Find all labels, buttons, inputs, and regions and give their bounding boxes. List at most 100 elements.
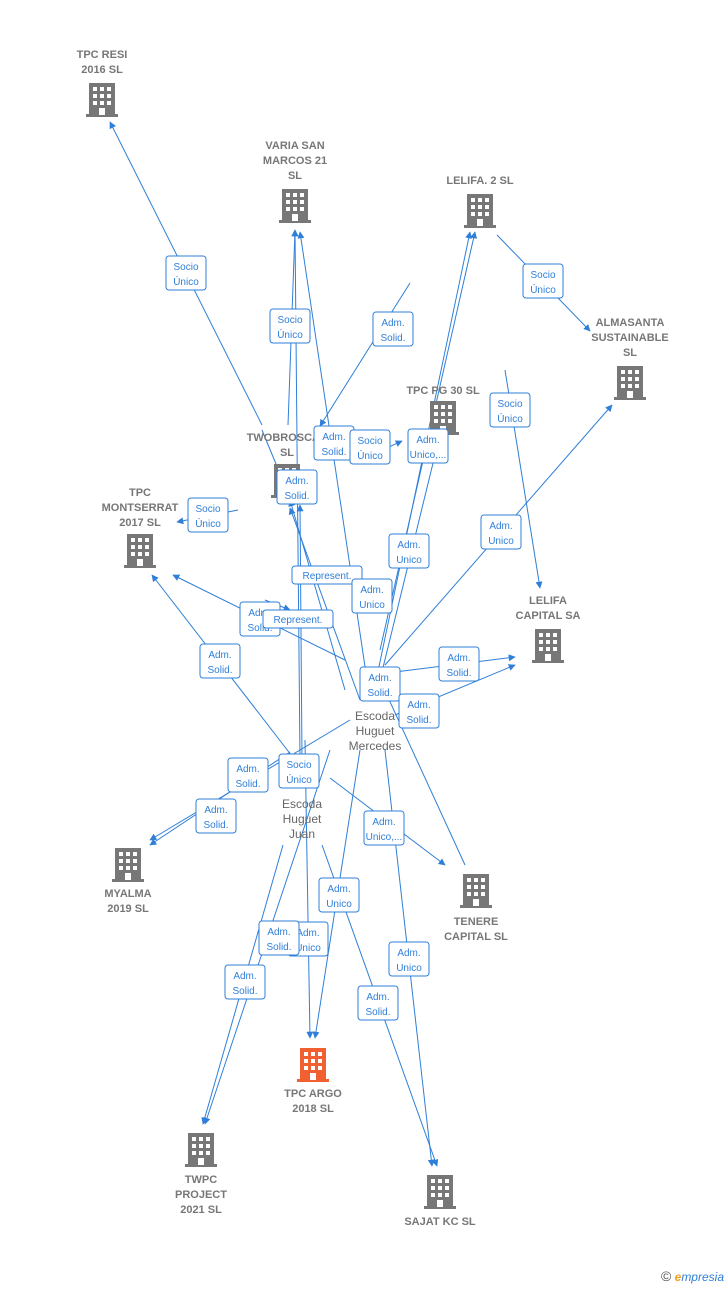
edge-label-text: Único: [173, 275, 199, 288]
edge-label-text: Adm.: [267, 927, 290, 938]
edge-label-text: Solid.: [247, 623, 272, 634]
edge-label-text: Adm.: [416, 435, 439, 446]
edge-label-text: Único: [357, 449, 383, 462]
edge-label-e13[interactable]: Represent.: [291, 565, 363, 585]
edge-label-e29[interactable]: Adm.Solid.: [224, 964, 266, 1000]
building-icon: [112, 848, 144, 882]
edge-label-e8[interactable]: Adm.Unico,...: [407, 428, 449, 464]
edge-label-e28[interactable]: Adm.Unico: [388, 941, 430, 977]
edge-label-text: Socio: [357, 436, 382, 447]
edge-label-text: Adm.: [236, 764, 259, 775]
node-sajat[interactable]: SAJAT KC SL: [404, 1175, 476, 1228]
edge-label-e27[interactable]: Adm.Solid.: [258, 920, 300, 956]
edge-label-e23[interactable]: Adm.Solid.: [195, 798, 237, 834]
node-label-line: 2017 SL: [119, 517, 161, 529]
edge-label-text: Solid.: [446, 668, 471, 679]
edge-label-e24[interactable]: Adm.Unico,...: [363, 810, 405, 846]
edge-label-text: Solid.: [235, 779, 260, 790]
edge-label-text: Solid.: [406, 715, 431, 726]
edge-label-text: Solid.: [380, 333, 405, 344]
edge-label-text: Solid.: [203, 820, 228, 831]
edge-label-text: Unico: [326, 899, 352, 910]
edge-label-text: Solid.: [207, 665, 232, 676]
edge-label-e11[interactable]: Adm. Unico: [388, 533, 430, 569]
node-tpcpg30[interactable]: TPC PG 30 SL: [406, 385, 480, 435]
edge-label-box: [398, 693, 440, 729]
edge-label-text: Adm.: [489, 521, 512, 532]
edge-label-text: Socio: [286, 760, 311, 771]
edge-label-text: Adm.: [248, 608, 271, 619]
edge-label-text: Adm.: [407, 700, 430, 711]
edge-label-box: [363, 810, 405, 846]
edge-label-e6[interactable]: Adm.Solid.: [313, 425, 355, 461]
edge-label-text: Adm.: [447, 653, 470, 664]
edge-label-box: [258, 920, 300, 956]
building-icon: [424, 1175, 456, 1209]
node-label-line: 2021 SL: [180, 1204, 222, 1216]
footer-brand: © empresia: [661, 1268, 724, 1284]
edge-label-text: Adm.: [285, 476, 308, 487]
edge-label-text: Adm.: [397, 540, 420, 551]
edge-label-e20[interactable]: Adm. Solid.: [398, 693, 440, 729]
node-label-line: CAPITAL SA: [516, 610, 581, 622]
edge-label-e17[interactable]: Adm.Solid.: [199, 643, 241, 679]
edge-label-e30[interactable]: Adm.Solid.: [357, 985, 399, 1021]
edge-label-e19[interactable]: Adm.Solid.: [359, 666, 401, 702]
edge-label-box: [195, 798, 237, 834]
node-label-line: Huguet: [283, 812, 322, 826]
edge-label-box: [291, 565, 363, 585]
edge-label-e21[interactable]: Adm. Solid.: [227, 757, 269, 793]
edge-label-text: Unico: [396, 555, 422, 566]
edge-label-box: [372, 311, 414, 347]
edge-arrow: [297, 231, 371, 701]
edge-label-text: Adm.: [233, 971, 256, 982]
edge-label-text: Único: [277, 328, 303, 341]
edge-label-text: Adm.: [296, 928, 319, 939]
edge-label-text: Represent.: [274, 615, 323, 626]
edge-label-text: Represent.: [303, 571, 352, 582]
edge-label-e16[interactable]: Represent.: [262, 609, 334, 629]
edge-label-e9[interactable]: Adm.Solid.: [276, 469, 318, 505]
edge-label-e14[interactable]: Adm.Unico: [351, 578, 393, 614]
node-label-line: LELIFA. 2 SL: [446, 175, 514, 187]
edge-label-e25[interactable]: Adm. Unico: [318, 877, 360, 913]
edge-label-e3[interactable]: Adm. Solid.: [372, 311, 414, 347]
node-lelifa2[interactable]: LELIFA. 2 SL: [446, 175, 514, 228]
edge-label-text: Adm.: [366, 992, 389, 1003]
edge-label-e18[interactable]: Adm. Solid.: [438, 646, 480, 682]
edge-label-e12[interactable]: Adm.Unico: [480, 514, 522, 550]
node-label-line: VARIA SAN: [265, 140, 324, 152]
node-label-line: 2019 SL: [107, 903, 149, 915]
edge-label-text: Único: [286, 773, 312, 786]
edge-label-box: [388, 533, 430, 569]
edge-label-text: Adm.: [368, 673, 391, 684]
node-label-line: Escoda: [282, 797, 322, 811]
edge-label-box: [269, 308, 311, 344]
edge-label-text: Adm.: [327, 884, 350, 895]
edge-label-box: [349, 429, 391, 465]
edge-arrow: [319, 282, 411, 427]
edge-label-text: Adm.: [381, 318, 404, 329]
node-label-line: MARCOS 21: [263, 155, 327, 167]
node-label-line: PROJECT: [175, 1189, 227, 1201]
